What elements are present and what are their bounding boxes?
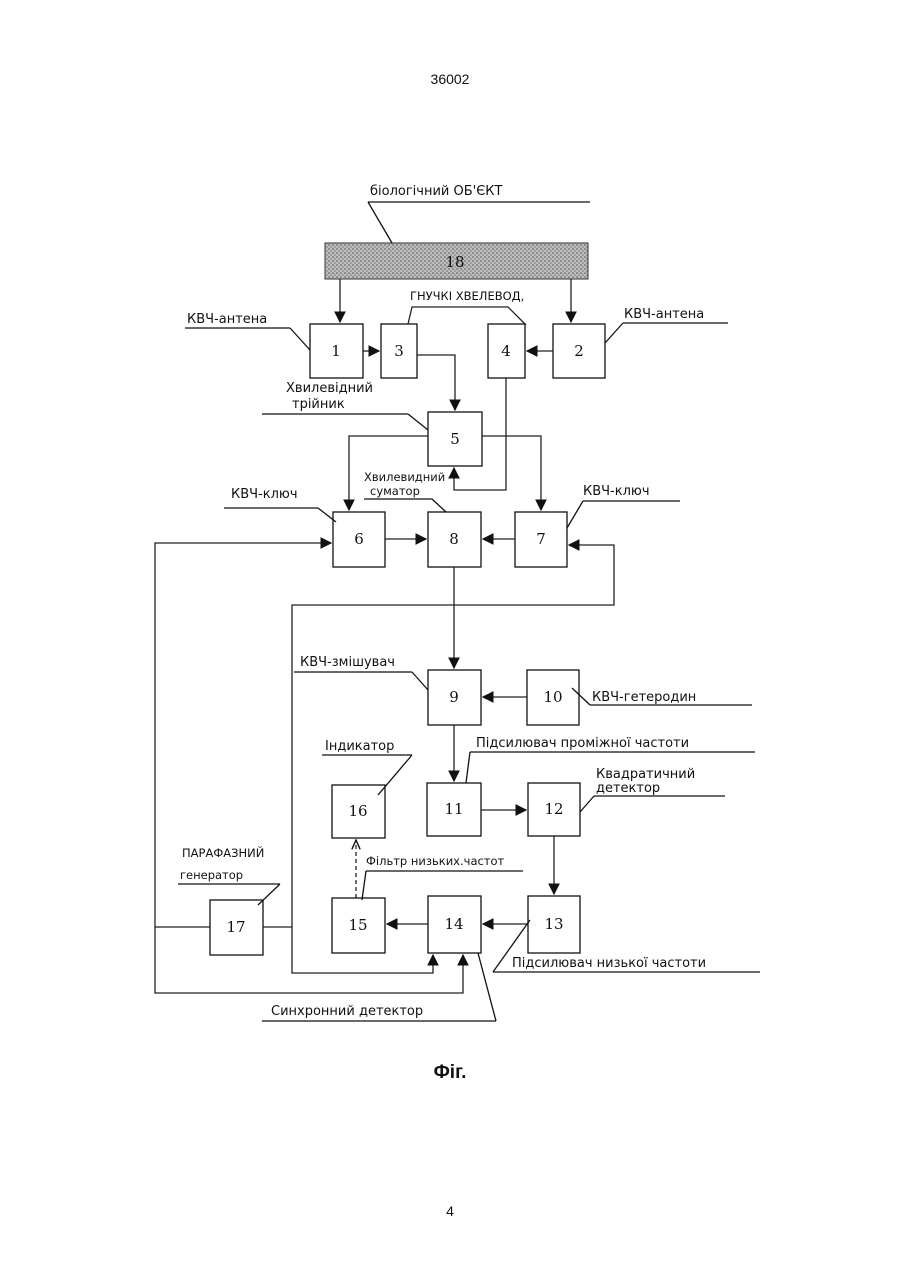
block-15-number: 15 xyxy=(348,916,367,934)
square-detector-label-1: Квадратичний xyxy=(596,767,695,782)
block-4-number: 4 xyxy=(501,342,511,360)
block-1-number: 1 xyxy=(331,342,341,360)
ehf-antenna-right-leader xyxy=(605,323,623,343)
square-detector-label-2: детектор xyxy=(596,781,660,796)
block-12-number: 12 xyxy=(544,800,563,818)
bio-object-leader xyxy=(368,202,392,243)
if-amplifier-leader xyxy=(466,752,470,783)
ehf-switch-right-label: КВЧ-ключ xyxy=(583,484,650,499)
ehf-switch-right-leader xyxy=(567,501,583,528)
wire-flexible-waveguide xyxy=(408,307,526,325)
lowpass-filter-label: Фільтр низьких.частот xyxy=(366,854,505,868)
indicator-leader xyxy=(378,755,412,795)
waveguide-tee-label-1: Хвилевідний xyxy=(286,381,373,396)
sync-detector-leader xyxy=(478,953,496,1021)
square-detector-leader xyxy=(580,796,594,812)
block-2-number: 2 xyxy=(574,342,584,360)
figure-caption: Фіг. xyxy=(0,1062,900,1084)
lf-amplifier-label: Підсилювач низької частоти xyxy=(512,956,706,971)
block-3-number: 3 xyxy=(394,342,404,360)
waveguide-adder-label-1: Хвилевидний xyxy=(364,470,445,484)
wire-5-to-7 xyxy=(482,436,541,510)
paraphase-gen-label-2: генератор xyxy=(180,868,243,882)
paraphase-gen-label-1: ПАРАФАЗНИЙ xyxy=(182,845,264,860)
waveguide-adder-leader xyxy=(432,499,446,512)
ehf-switch-left-label: КВЧ-ключ xyxy=(231,487,298,502)
waveguide-tee-leader xyxy=(408,414,428,430)
block-17-number: 17 xyxy=(226,918,245,936)
block-5-number: 5 xyxy=(450,430,460,448)
block-6-number: 6 xyxy=(354,530,364,548)
sync-detector-label: Синхронний детектор xyxy=(271,1004,423,1019)
bio-object-label: біологічний ОБ'ЄКТ xyxy=(370,184,503,199)
paraphase-gen-leader xyxy=(258,884,280,905)
block-13-number: 13 xyxy=(544,915,563,933)
ehf-antenna-left-label: КВЧ-антена xyxy=(187,312,267,327)
waveguide-tee-label-2: трійник xyxy=(292,397,345,412)
waveguide-adder-label-2: суматор xyxy=(370,484,420,498)
block-8-number: 8 xyxy=(449,530,459,548)
block-18-number: 18 xyxy=(445,253,464,271)
wire-17-to-14-a xyxy=(155,927,463,993)
block-14-number: 14 xyxy=(444,915,463,933)
page-number-bottom: 4 xyxy=(0,1203,900,1219)
ehf-mixer-leader xyxy=(412,672,428,690)
if-amplifier-label: Підсилювач проміжної частоти xyxy=(476,736,689,751)
block-10-number: 10 xyxy=(543,688,562,706)
ehf-heterodyne-label: КВЧ-гетеродин xyxy=(592,690,696,705)
block-11-number: 11 xyxy=(444,800,463,818)
flexible-waveguides-label: ГНУЧКІ ХВЕЛЕВОД, xyxy=(410,289,524,303)
block-16-number: 16 xyxy=(348,802,367,820)
block-9-number: 9 xyxy=(449,688,459,706)
indicator-label: Індикатор xyxy=(325,739,394,754)
ehf-mixer-label: КВЧ-змішувач xyxy=(300,655,395,670)
wire-3-to-5 xyxy=(417,355,455,410)
lowpass-filter-leader xyxy=(362,871,366,900)
ehf-antenna-left-leader xyxy=(290,328,310,350)
block-7-number: 7 xyxy=(536,530,546,548)
ehf-antenna-right-label: КВЧ-антена xyxy=(624,307,704,322)
